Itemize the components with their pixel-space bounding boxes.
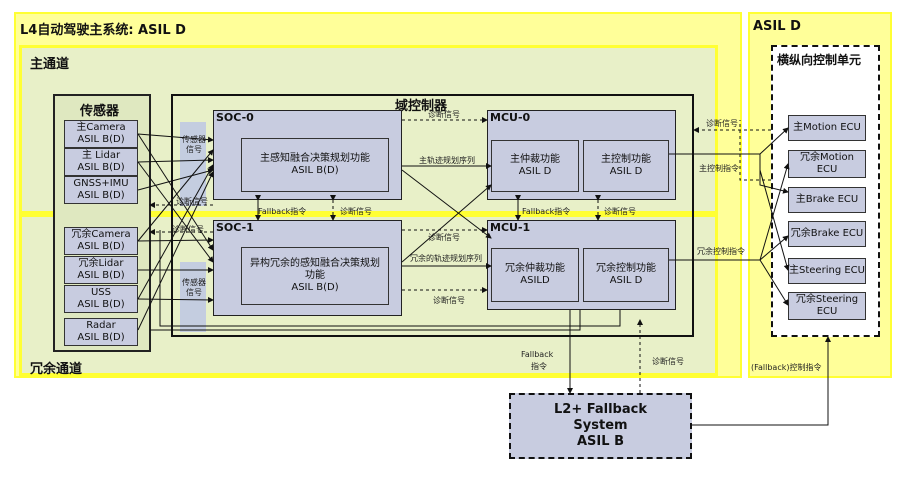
soc0-function-box: 主感知融合决策规划功能 ASIL B(D): [241, 138, 389, 192]
sensor-main-lidar: 主 Lidar ASIL B(D): [64, 148, 138, 176]
soc1-function: 异构冗余的感知融合决策规划功能: [250, 258, 380, 281]
sensor-name: 主 Lidar: [81, 150, 121, 161]
sensors-title: 传感器: [80, 104, 120, 119]
sensor-name: Radar: [86, 320, 116, 331]
mcu0-control-asil: ASIL D: [609, 166, 643, 177]
sensor-name: 冗余Lidar: [78, 258, 124, 269]
label-cmd: 指令: [531, 362, 547, 371]
redundant-channel-title: 冗余通道: [30, 362, 83, 377]
asil-d-title: ASIL D: [753, 19, 801, 34]
fallback-system-box: L2+ Fallback System ASIL B: [509, 393, 692, 459]
main-channel-title: 主通道: [30, 57, 70, 72]
sensor-asil: ASIL B(D): [77, 332, 125, 343]
ecu-main-steering: 主Steering ECU: [788, 258, 866, 284]
soc0-asil: ASIL B(D): [291, 165, 339, 176]
soc0-function: 主感知融合决策规划功能: [260, 153, 370, 164]
domain-controller-title: 域控制器: [395, 99, 448, 114]
mcu0-title: MCU-0: [490, 111, 531, 124]
ecu-main-brake: 主Brake ECU: [788, 187, 866, 213]
sensor-name: USS: [90, 287, 111, 298]
soc1-function-box: 异构冗余的感知融合决策规划功能 ASIL B(D): [241, 247, 389, 305]
ecu-redundant-brake: 冗余Brake ECU: [788, 221, 866, 247]
sensor-signal-label-top: 传感器信号: [182, 135, 206, 154]
soc1-asil: ASIL B(D): [291, 282, 339, 293]
sensor-name: 主Camera: [76, 122, 126, 133]
label-diag-soc1-mcu1: 诊断信号: [433, 296, 465, 305]
ecu-redundant-steering: 冗余Steering ECU: [788, 292, 866, 320]
sensor-asil: ASIL B(D): [77, 134, 125, 145]
sensor-signal-strip-bottom: [180, 262, 206, 332]
fallback-line1: L2+ Fallback: [554, 402, 647, 417]
mcu1-arbitration-asil: ASILD: [520, 275, 550, 286]
sensor-asil: ASIL B(D): [77, 162, 125, 173]
mcu0-control: 主控制功能: [601, 154, 651, 165]
sensor-redundant-camera: 冗余Camera ASIL B(D): [64, 227, 138, 255]
soc1-title: SOC-1: [216, 221, 254, 234]
sensor-asil: ASIL B(D): [77, 299, 125, 310]
mcu0-arbitration-asil: ASIL D: [518, 166, 552, 177]
label-main-control-cmd: 主控制指令: [699, 164, 739, 173]
sensor-name: 冗余Camera: [71, 229, 131, 240]
mcu1-control-asil: ASIL D: [609, 275, 643, 286]
mcu0-arbitration: 主仲裁功能: [510, 154, 560, 165]
sensor-asil: ASIL B(D): [77, 190, 125, 201]
sensor-main-camera: 主Camera ASIL B(D): [64, 120, 138, 148]
label-fallback-cmd-mcu: Fallback指令: [522, 207, 571, 216]
label-fallback-control-cmd: (Fallback)控制指令: [751, 363, 822, 372]
sensor-radar: Radar ASIL B(D): [64, 318, 138, 346]
ecu-main-motion: 主Motion ECU: [788, 115, 866, 141]
mcu1-control: 冗余控制功能: [596, 263, 656, 274]
l4-main-system-title: L4自动驾驶主系统: ASIL D: [20, 23, 186, 38]
fallback-line3: ASIL B: [577, 434, 624, 449]
label-diag-soc0-mcu0: 诊断信号: [428, 110, 460, 119]
label-diag-mcu: 诊断信号: [604, 207, 636, 216]
mcu0-control-box: 主控制功能 ASIL D: [583, 140, 669, 192]
fallback-line2: System: [573, 418, 628, 433]
control-unit-title: 横纵向控制单元: [777, 53, 862, 67]
label-fallback-cmd-soc: Fallback指令: [258, 207, 307, 216]
sensor-signal-label-bottom: 传感器信号: [182, 278, 206, 297]
label-diag-soc: 诊断信号: [340, 207, 372, 216]
sensor-redundant-lidar: 冗余Lidar ASIL B(D): [64, 256, 138, 284]
label-diag-soc1-upper: 诊断信号: [428, 233, 460, 242]
label-diag-ecu: 诊断信号: [706, 119, 738, 128]
label-diag-fallback: 诊断信号: [652, 357, 684, 366]
label-redundant-control-cmd: 冗余控制指令: [697, 247, 745, 256]
mcu1-title: MCU-1: [490, 221, 531, 234]
soc0-title: SOC-0: [216, 111, 254, 124]
mcu1-arbitration: 冗余仲裁功能: [505, 263, 565, 274]
label-main-trajectory: 主轨迹规划序列: [419, 156, 475, 165]
sensor-gnss-imu: GNSS+IMU ASIL B(D): [64, 176, 138, 204]
sensor-uss: USS ASIL B(D): [64, 285, 138, 313]
mcu0-arbitration-box: 主仲裁功能 ASIL D: [491, 140, 579, 192]
mcu1-control-box: 冗余控制功能 ASIL D: [583, 248, 669, 302]
label-redundant-trajectory: 冗余的轨迹规划序列: [410, 254, 482, 263]
ecu-redundant-motion: 冗余Motion ECU: [788, 150, 866, 178]
sensor-name: GNSS+IMU: [73, 178, 129, 189]
sensor-asil: ASIL B(D): [77, 270, 125, 281]
label-diag-sensors-bottom: 诊断信号: [172, 225, 204, 234]
sensor-asil: ASIL B(D): [77, 241, 125, 252]
label-diag-sensors-top: 诊断信号: [176, 197, 208, 206]
label-fallback: Fallback: [521, 350, 554, 359]
mcu1-arbitration-box: 冗余仲裁功能 ASILD: [491, 248, 579, 302]
domain-controller-block: [171, 94, 694, 337]
